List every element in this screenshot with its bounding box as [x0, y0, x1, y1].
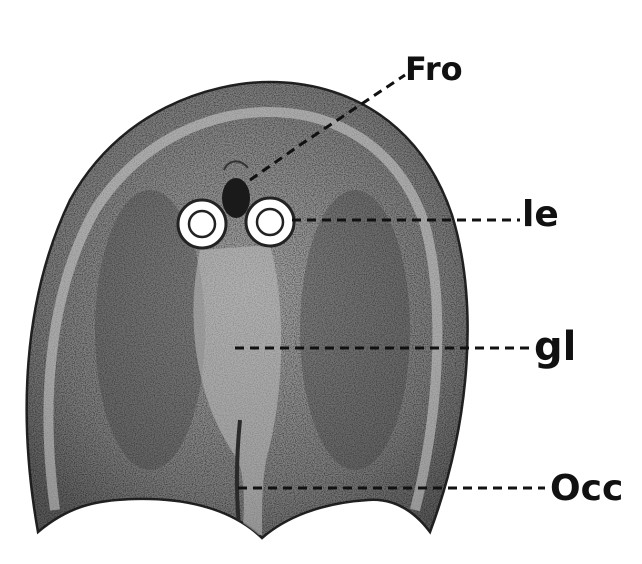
fro-leader-line [249, 73, 406, 182]
label-gl: gl [534, 324, 576, 370]
label-fro: Fro [405, 50, 463, 88]
frontal-organ [222, 160, 250, 218]
left-eye [176, 198, 228, 250]
right-eye [244, 196, 296, 248]
label-le: le [522, 194, 559, 235]
label-occ: Occ [550, 468, 623, 509]
